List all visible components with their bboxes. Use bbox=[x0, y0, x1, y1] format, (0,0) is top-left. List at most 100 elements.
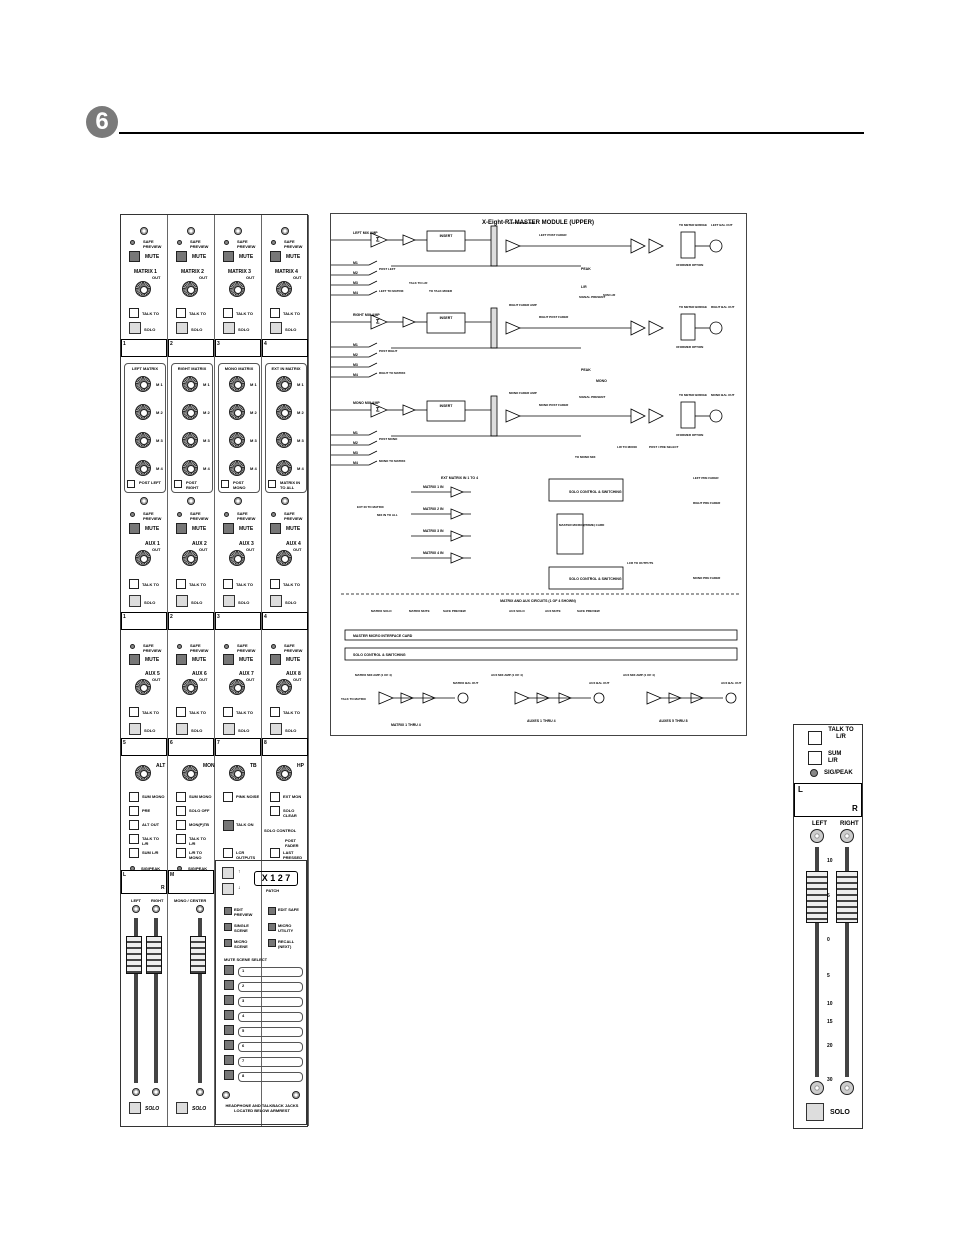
mute-button[interactable] bbox=[176, 251, 187, 262]
talk-to-button[interactable] bbox=[176, 707, 186, 717]
control-button[interactable] bbox=[270, 806, 280, 816]
control-button[interactable] bbox=[129, 806, 139, 816]
patch-function-button[interactable] bbox=[224, 923, 232, 931]
control-button[interactable] bbox=[176, 806, 186, 816]
sum-lr-button[interactable] bbox=[808, 751, 822, 765]
mute-button[interactable] bbox=[223, 523, 234, 534]
matrix-level-knob[interactable] bbox=[135, 281, 151, 297]
solo-button[interactable] bbox=[270, 595, 282, 607]
solo-button[interactable] bbox=[176, 322, 188, 334]
matrix-send-knob[interactable] bbox=[276, 432, 292, 448]
mute-button[interactable] bbox=[270, 654, 281, 665]
mute-scene-button[interactable] bbox=[224, 1055, 234, 1065]
mute-button[interactable] bbox=[270, 251, 281, 262]
matrix-send-knob[interactable] bbox=[135, 404, 151, 420]
patch-function-button[interactable] bbox=[268, 923, 276, 931]
matrix-send-knob[interactable] bbox=[229, 376, 245, 392]
matrix-send-knob[interactable] bbox=[182, 404, 198, 420]
master-solo-button[interactable] bbox=[129, 1102, 141, 1114]
mute-button[interactable] bbox=[129, 251, 140, 262]
control-button[interactable] bbox=[176, 820, 186, 830]
solo-button[interactable] bbox=[223, 723, 235, 735]
mute-button[interactable] bbox=[223, 654, 234, 665]
control-button[interactable] bbox=[223, 820, 234, 831]
mute-scene-button[interactable] bbox=[224, 1040, 234, 1050]
monitor-level-knob[interactable] bbox=[182, 765, 198, 781]
talk-to-button[interactable] bbox=[176, 579, 186, 589]
control-button[interactable] bbox=[223, 792, 233, 802]
matrix-level-knob[interactable] bbox=[229, 281, 245, 297]
control-button[interactable] bbox=[176, 848, 186, 858]
solo-button[interactable] bbox=[129, 322, 141, 334]
mute-button[interactable] bbox=[270, 523, 281, 534]
patch-function-button[interactable] bbox=[268, 907, 276, 915]
mute-scene-button[interactable] bbox=[224, 965, 234, 975]
matrix-send-knob[interactable] bbox=[229, 432, 245, 448]
monitor-level-knob[interactable] bbox=[135, 765, 151, 781]
aux-level-knob[interactable] bbox=[135, 679, 151, 695]
control-button[interactable] bbox=[129, 820, 139, 830]
mute-button[interactable] bbox=[223, 251, 234, 262]
talk-to-button[interactable] bbox=[270, 707, 280, 717]
control-button[interactable] bbox=[270, 848, 280, 858]
talk-to-button[interactable] bbox=[129, 707, 139, 717]
talk-to-button[interactable] bbox=[176, 308, 186, 318]
patch-up-button[interactable] bbox=[222, 867, 234, 879]
left-fader-cap[interactable] bbox=[126, 936, 142, 974]
talk-to-button[interactable] bbox=[270, 579, 280, 589]
post-button[interactable] bbox=[221, 480, 229, 488]
mono-fader-cap[interactable] bbox=[190, 936, 206, 974]
control-button[interactable] bbox=[176, 834, 186, 844]
solo-button[interactable] bbox=[223, 595, 235, 607]
patch-function-button[interactable] bbox=[224, 939, 232, 947]
patch-function-button[interactable] bbox=[224, 907, 232, 915]
solo-button[interactable] bbox=[129, 595, 141, 607]
solo-button[interactable] bbox=[270, 322, 282, 334]
mute-scene-button[interactable] bbox=[224, 995, 234, 1005]
talk-to-button[interactable] bbox=[223, 308, 233, 318]
control-button[interactable] bbox=[129, 848, 139, 858]
matrix-send-knob[interactable] bbox=[182, 376, 198, 392]
matrix-send-knob[interactable] bbox=[276, 404, 292, 420]
matrix-send-knob[interactable] bbox=[182, 432, 198, 448]
post-button[interactable] bbox=[127, 480, 135, 488]
control-button[interactable] bbox=[129, 834, 139, 844]
talk-to-lr-button[interactable] bbox=[808, 731, 822, 745]
aux-level-knob[interactable] bbox=[229, 679, 245, 695]
mute-button[interactable] bbox=[176, 523, 187, 534]
matrix-level-knob[interactable] bbox=[276, 281, 292, 297]
mute-button[interactable] bbox=[129, 654, 140, 665]
solo-button[interactable] bbox=[270, 723, 282, 735]
matrix-send-knob[interactable] bbox=[135, 460, 151, 476]
solo-button[interactable] bbox=[176, 723, 188, 735]
aux-level-knob[interactable] bbox=[276, 679, 292, 695]
monitor-level-knob[interactable] bbox=[276, 765, 292, 781]
talk-to-button[interactable] bbox=[270, 308, 280, 318]
post-button[interactable] bbox=[174, 480, 182, 488]
aux-level-knob[interactable] bbox=[229, 550, 245, 566]
matrix-send-knob[interactable] bbox=[135, 432, 151, 448]
mute-scene-button[interactable] bbox=[224, 1025, 234, 1035]
control-button[interactable] bbox=[129, 792, 139, 802]
left-fader-cap[interactable] bbox=[806, 871, 828, 923]
aux-level-knob[interactable] bbox=[276, 550, 292, 566]
solo-button[interactable] bbox=[223, 322, 235, 334]
matrix-send-knob[interactable] bbox=[229, 460, 245, 476]
solo-button[interactable] bbox=[129, 723, 141, 735]
mute-scene-button[interactable] bbox=[224, 1070, 234, 1080]
matrix-send-knob[interactable] bbox=[135, 376, 151, 392]
post-button[interactable] bbox=[268, 480, 276, 488]
patch-function-button[interactable] bbox=[268, 939, 276, 947]
matrix-level-knob[interactable] bbox=[182, 281, 198, 297]
right-fader-cap[interactable] bbox=[836, 871, 858, 923]
talk-to-button[interactable] bbox=[223, 707, 233, 717]
control-button[interactable] bbox=[176, 792, 186, 802]
patch-down-button[interactable] bbox=[222, 883, 234, 895]
mute-button[interactable] bbox=[176, 654, 187, 665]
mute-scene-button[interactable] bbox=[224, 1010, 234, 1020]
matrix-send-knob[interactable] bbox=[182, 460, 198, 476]
mute-scene-button[interactable] bbox=[224, 980, 234, 990]
talk-to-button[interactable] bbox=[223, 579, 233, 589]
talk-to-button[interactable] bbox=[129, 579, 139, 589]
control-button[interactable] bbox=[270, 792, 280, 802]
